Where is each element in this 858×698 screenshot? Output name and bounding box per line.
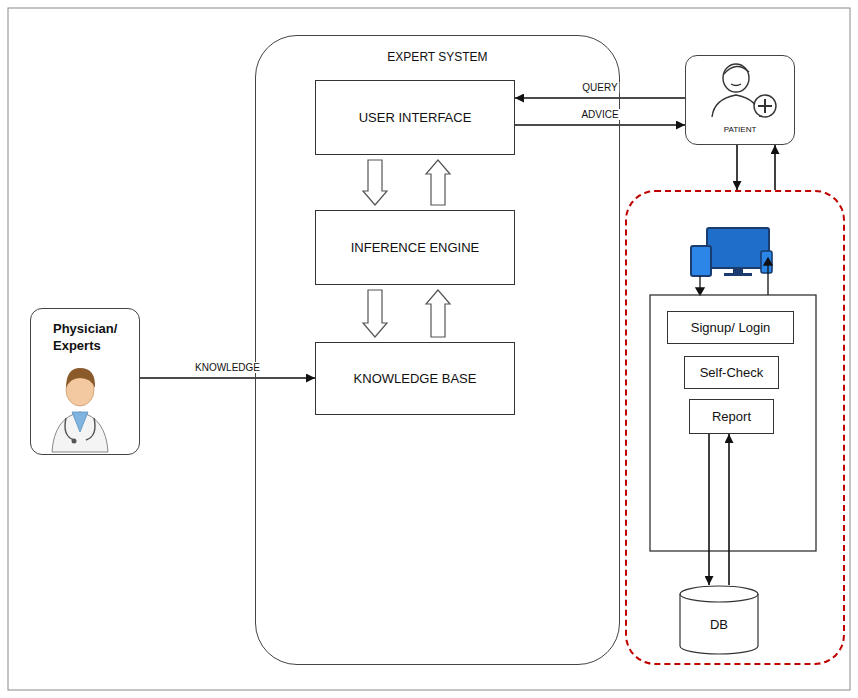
devices-icon — [691, 228, 772, 276]
flow-arrow — [515, 97, 685, 99]
flow-arrow — [736, 145, 738, 190]
block-arrow — [426, 160, 450, 205]
device-panel-links — [699, 276, 700, 289]
system-title: EXPERT SYSTEM — [256, 50, 619, 64]
page-frame — [8, 8, 850, 690]
node-label: Physician/ Experts — [53, 321, 133, 355]
node-label: KNOWLEDGE BASE — [354, 371, 477, 386]
database-cylinder: DB — [679, 585, 759, 655]
patient-icon — [712, 95, 760, 117]
actor-box: Physician/ Experts — [30, 308, 140, 455]
node-label: INFERENCE ENGINE — [351, 240, 480, 255]
edge-label: KNOWLEDGE — [193, 362, 262, 373]
flow-arrow — [140, 377, 315, 379]
devices-icon — [691, 246, 711, 276]
module-box: Self-Check — [684, 356, 779, 389]
patient-icon — [712, 64, 776, 117]
module-box: Report — [689, 399, 774, 434]
flow-arrow — [728, 434, 730, 585]
device-panel-links — [764, 258, 772, 265]
actor-box: PATIENT — [685, 55, 795, 145]
edge-label: QUERY — [580, 82, 619, 93]
node-label: USER INTERFACE — [359, 110, 472, 125]
block-arrow — [363, 160, 387, 205]
patient-icon — [724, 66, 749, 74]
devices-icon — [707, 228, 769, 268]
doctor-icon — [52, 412, 108, 452]
doctor-icon — [72, 439, 77, 444]
module-box: Signup/ Login — [667, 311, 794, 344]
node-label: DB — [679, 617, 759, 632]
node-label: PATIENT — [686, 125, 794, 134]
app-panel — [650, 295, 816, 551]
flow-arrow — [708, 434, 710, 585]
devices-icon — [724, 273, 752, 276]
process-box: USER INTERFACE — [315, 80, 515, 155]
flow-arrow — [774, 145, 776, 190]
app-region: Signup/ LoginSelf-CheckReportDB — [625, 190, 845, 665]
device-panel-links — [696, 288, 704, 295]
device-panel-links — [767, 264, 768, 295]
patient-icon — [723, 64, 749, 92]
patient-icon — [754, 95, 776, 117]
process-box: KNOWLEDGE BASE — [315, 342, 515, 415]
flow-arrow — [515, 124, 685, 126]
process-box: INFERENCE ENGINE — [315, 210, 515, 285]
doctor-icon — [52, 368, 108, 452]
block-arrow — [426, 290, 450, 337]
node-label: Self-Check — [700, 365, 764, 380]
doctor-icon — [66, 368, 95, 388]
node-label: Report — [712, 409, 751, 424]
doctor-icon — [72, 412, 88, 432]
doctor-icon — [65, 418, 95, 440]
device-panel-links — [696, 258, 772, 295]
edge-label: ADVICE — [579, 109, 620, 120]
block-arrow — [363, 290, 387, 337]
node-label: Signup/ Login — [691, 320, 771, 335]
system-boundary: EXPERT SYSTEM USER INTERFACE INFERENCE ENG… — [255, 35, 620, 665]
cylinder-body — [680, 586, 758, 654]
patient-icon — [758, 99, 772, 113]
devices-icon — [761, 251, 772, 273]
patient-icon — [731, 84, 741, 86]
cylinder-rim — [680, 594, 758, 602]
